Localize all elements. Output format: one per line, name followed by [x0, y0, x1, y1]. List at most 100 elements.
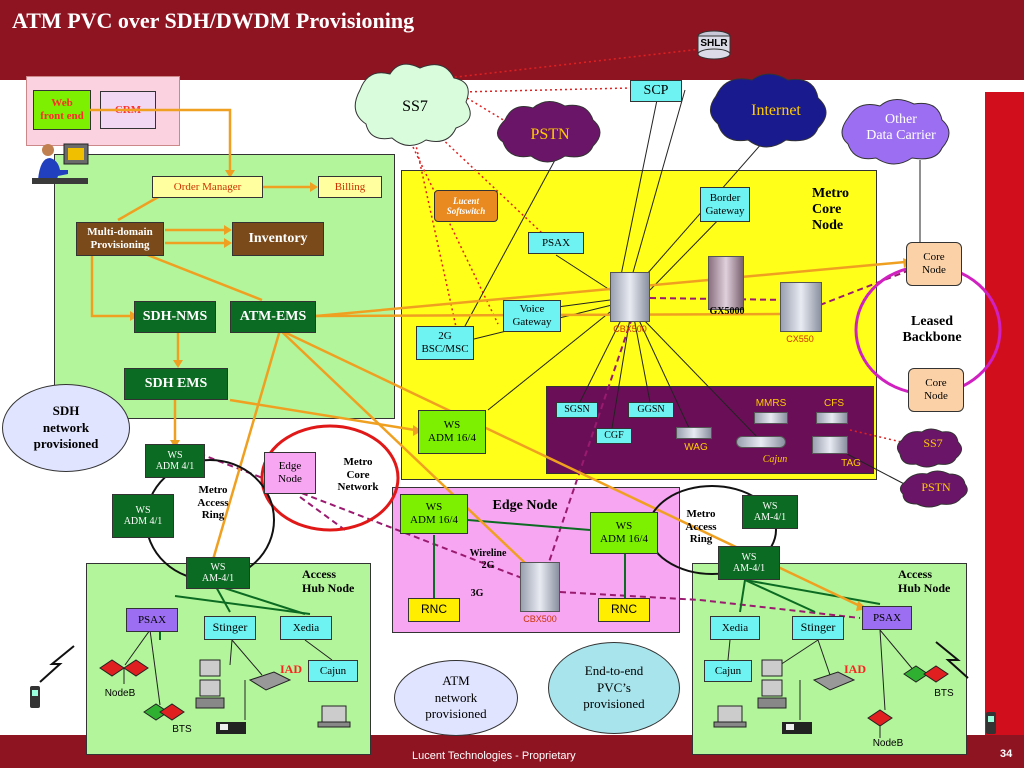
rnc-right-box: RNC: [598, 598, 650, 622]
phone-right-icon: [782, 722, 812, 734]
cbx500-core-label: CBX500: [613, 324, 647, 334]
cx550-label: CX550: [786, 334, 814, 344]
ss7-label: SS7: [402, 98, 428, 115]
psax-right-box: PSAX: [862, 606, 912, 630]
sgsn-box: SGSN: [556, 402, 598, 418]
handset-right-icon: [986, 712, 996, 734]
tag-icon: [812, 436, 848, 454]
ws-adm-4-1-top-box: WS ADM 4/1: [145, 444, 205, 478]
left-access-ring-label: Metro Access Ring: [197, 484, 229, 522]
laptop-left-icon: [317, 705, 351, 728]
bts-right-label: BTS: [934, 688, 954, 699]
ss7-small-label: SS7: [923, 436, 943, 450]
edge-node-small-box: Edge Node: [264, 452, 316, 494]
xedia-left-box: Xedia: [280, 616, 332, 640]
edge-node-label: Edge Node: [492, 498, 558, 513]
internet-label: Internet: [751, 102, 801, 119]
iad-right-icon: [812, 671, 856, 691]
ws-am-4-1-right-bottom-box: WS AM-4/1: [718, 546, 780, 580]
wag-label: WAG: [684, 442, 708, 453]
right-access-ring-label: Metro Access Ring: [685, 508, 717, 546]
cajun-left-box: Cajun: [308, 660, 358, 682]
sdh-nms-box: SDH-NMS: [134, 301, 216, 333]
pstn-label: PSTN: [530, 126, 570, 143]
wireline-2g-label: Wireline 2G: [469, 548, 507, 571]
wag-icon: [676, 427, 712, 439]
cbx500-edge-label: CBX500: [523, 614, 557, 624]
access-hub-right-label: Access Hub Node: [898, 567, 951, 595]
metro-core-node-label: Metro Core Node: [812, 186, 850, 234]
rnc-left-box: RNC: [408, 598, 460, 622]
iad-left-icon: [248, 671, 292, 691]
order-manager-box: Order Manager: [152, 176, 263, 198]
psax-left-box: PSAX: [126, 608, 178, 632]
right-accent-bar: [985, 92, 1024, 735]
stinger-right-box: Stinger: [792, 616, 844, 640]
bsc-msc-box: 2G BSC/MSC: [416, 326, 474, 360]
lucent-softswitch-box: Lucent Softswitch: [434, 190, 498, 222]
scp-box: SCP: [630, 80, 682, 102]
ws-am-4-1-right-top-box: WS AM-4/1: [742, 495, 798, 529]
voice-gateway-box: Voice Gateway: [503, 300, 561, 332]
pstn-small-label: PSTN: [921, 480, 951, 494]
leased-backbone-label: Leased Backbone: [902, 314, 962, 346]
atm-ems-box: ATM-EMS: [230, 301, 316, 333]
metro-core-ring: [260, 424, 400, 532]
mmrs-label: MMRS: [755, 398, 787, 409]
cajun-core-icon: [736, 436, 786, 448]
laptop-right-icon: [713, 705, 747, 728]
other-carrier-cloud: [841, 99, 950, 165]
user-at-computer-icon: [28, 140, 94, 186]
core-node-bottom-box: Core Node: [908, 368, 964, 412]
pc-right-icon: [757, 659, 787, 709]
nodeb-left-antenna-icon: [99, 659, 149, 684]
tag-label: TAG: [841, 458, 861, 469]
other-carrier-label: Other Data Carrier: [866, 112, 936, 144]
handset-left-icon: [30, 686, 40, 708]
pstn-small-cloud: [899, 470, 968, 508]
iad-left-label: IAD: [279, 662, 302, 676]
metro-core-network-label: Metro Core Network: [337, 456, 379, 494]
psax-core-box: PSAX: [528, 232, 584, 254]
ggsn-box: GGSN: [628, 402, 674, 418]
atm-provisioned-callout: ATM network provisioned: [394, 660, 518, 736]
cajun-right-box: Cajun: [704, 660, 752, 682]
nodeb-right-antenna-icon: [867, 709, 893, 738]
page-number: 34: [1000, 748, 1013, 760]
cbx500-edge-icon: [520, 562, 560, 612]
ws-adm-edge-right-box: WS ADM 16/4: [590, 512, 658, 554]
nodeb-left-label: NodeB: [104, 688, 136, 699]
mmrs-server-icon: [754, 412, 788, 424]
access-hub-left-label: Access Hub Node: [302, 567, 355, 595]
bts-left-label: BTS: [172, 724, 192, 735]
cgf-box: CGF: [596, 428, 632, 444]
internet-cloud: [710, 73, 827, 148]
cajun-core-label: Cajun: [762, 454, 788, 465]
ws-adm-edge-left-box: WS ADM 16/4: [400, 494, 468, 534]
border-gateway-box: Border Gateway: [700, 187, 750, 222]
bts-right-antenna-icon: [903, 665, 949, 683]
shlr-label: SHLR: [700, 38, 728, 49]
gx5000-label: GX5000: [709, 306, 745, 317]
iad-right-label: IAD: [843, 662, 866, 676]
cfs-server-icon: [816, 412, 848, 424]
pc-left-icon: [195, 659, 225, 709]
cbx500-core-icon: [610, 272, 650, 322]
bts-left-antenna-icon: [143, 703, 185, 721]
cx550-icon: [780, 282, 822, 332]
multi-domain-provisioning-box: Multi-domain Provisioning: [76, 222, 164, 256]
sdh-ems-box: SDH EMS: [124, 368, 228, 400]
ws-am-left-box: WS AM-4/1: [186, 557, 250, 589]
cfs-label: CFS: [824, 398, 844, 409]
xedia-right-box: Xedia: [710, 616, 760, 640]
core-node-top-box: Core Node: [906, 242, 962, 286]
shlr-database-icon: [696, 30, 732, 60]
billing-box: Billing: [318, 176, 382, 198]
phone-left-icon: [216, 722, 246, 734]
inventory-box: Inventory: [232, 222, 324, 256]
ws-adm-4-1-bottom-box: WS ADM 4/1: [112, 494, 174, 538]
slide-title: ATM PVC over SDH/DWDM Provisioning: [12, 8, 415, 33]
pvc-provisioned-callout: End-to-end PVC’s provisioned: [548, 642, 680, 734]
sdh-provisioned-callout: SDH network provisioned: [2, 384, 130, 472]
